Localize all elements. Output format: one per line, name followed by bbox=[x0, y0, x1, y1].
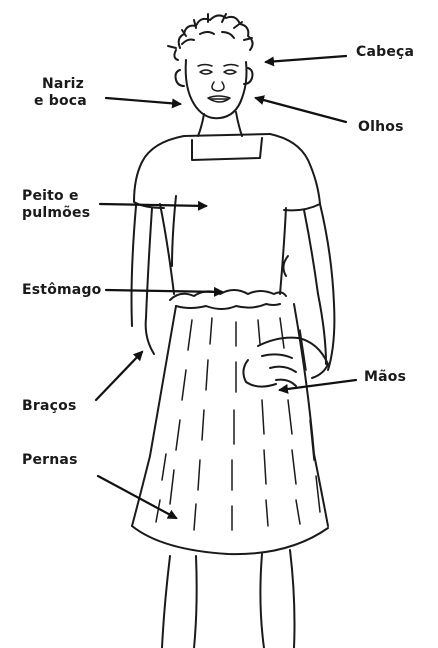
arrow-nariz-boca bbox=[106, 98, 180, 104]
legs bbox=[162, 550, 295, 648]
arms bbox=[132, 204, 335, 370]
label-nariz-line2: e boca bbox=[34, 93, 87, 110]
label-nariz: Nariz e boca bbox=[34, 76, 87, 110]
eyes bbox=[198, 65, 238, 75]
head bbox=[176, 60, 253, 118]
girl-figure bbox=[132, 14, 335, 648]
label-nariz-line1: Nariz bbox=[34, 76, 87, 93]
nose-mouth bbox=[208, 82, 230, 102]
label-cabeca: Cabeça bbox=[356, 44, 414, 61]
label-peito-line1: Peito e bbox=[22, 188, 90, 205]
arrow-olhos bbox=[256, 98, 346, 122]
arrow-bracos bbox=[96, 352, 142, 400]
skirt-folds bbox=[156, 318, 320, 530]
hair bbox=[168, 14, 253, 60]
label-pernas: Pernas bbox=[22, 452, 78, 469]
label-olhos: Olhos bbox=[358, 119, 404, 136]
neck bbox=[198, 112, 242, 136]
arrow-estomago bbox=[106, 290, 222, 292]
arrow-peito bbox=[100, 204, 206, 206]
label-peito: Peito e pulmões bbox=[22, 188, 90, 222]
label-peito-line2: pulmões bbox=[22, 205, 90, 222]
hand bbox=[243, 338, 328, 387]
arrow-cabeca bbox=[266, 56, 346, 62]
label-bracos: Braços bbox=[22, 398, 76, 415]
label-estomago: Estômago bbox=[22, 282, 101, 299]
arrow-pernas bbox=[98, 476, 176, 518]
label-maos: Mãos bbox=[364, 369, 406, 386]
torso bbox=[134, 134, 320, 309]
